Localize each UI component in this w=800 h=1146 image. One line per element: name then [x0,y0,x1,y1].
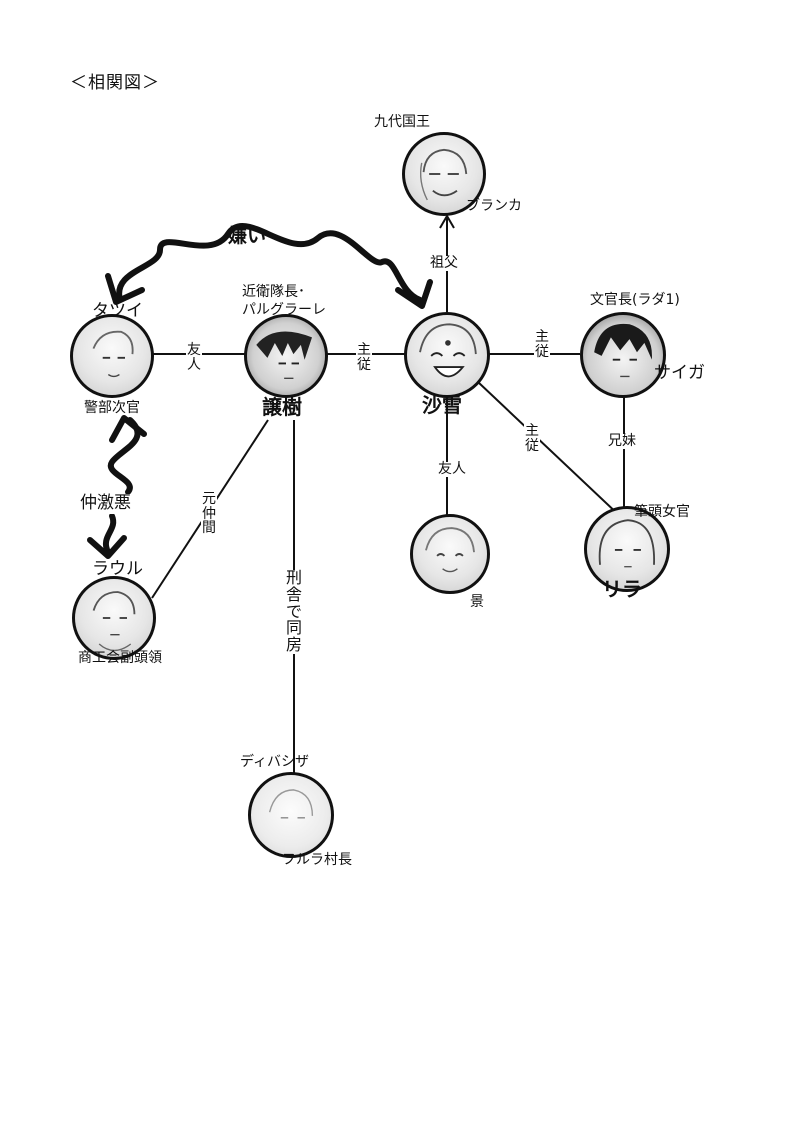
relation-joju-sayuki: 主従 [356,342,372,373]
rivalry-arrowhead-top [109,415,147,443]
portrait-rira [584,506,670,592]
role-divashiza: フルラ村長 [282,852,352,868]
dislike-arrowhead-right [395,279,433,309]
old-man-face-icon [419,148,468,201]
role-raul: 商工会副頭領 [78,650,162,666]
name-saiga: サイガ [654,363,705,383]
name-rira: リラ [602,577,642,601]
relation-tatsui-joju: 友人 [186,342,202,373]
relation-joju-raul: 元仲間 [201,491,217,537]
man-face-icon [92,330,134,378]
relation-sayuki-rira: 主従 [524,423,540,454]
role-tatsui: 警部次官 [84,400,140,416]
name-buranka: ブランカ [466,198,522,214]
role-saiga: 文官長(ラダ1) [590,292,680,308]
smiling-girl-face-icon [419,323,477,378]
man-face-icon [256,331,312,379]
rivalry-arrow-lower [103,513,117,555]
role-joju-line1: 近衛隊長･ [242,284,305,300]
relation-rivalry: 仲激悪 [80,493,131,514]
rivalry-arrow [107,417,141,495]
smiling-face-icon [425,527,475,573]
portrait-kei [410,514,490,594]
portrait-raul [72,576,156,660]
dislike-arrowhead-left [105,273,145,305]
role-rira: 筆頭女官 [634,504,690,520]
rivalry-arrowhead-bottom [87,535,127,559]
dislike-arrow [116,223,423,303]
man-face-icon [594,323,652,378]
relation-saiga-rira: 兄妹 [606,433,638,450]
portrait-buranka [402,132,486,216]
name-kei: 景 [470,594,484,610]
portrait-saiga [580,312,666,398]
relation-sayuki-kei: 友人 [436,461,468,478]
relation-sayuki-buranka: 祖父 [428,255,460,272]
name-sayuki: 沙雪 [422,393,462,417]
portrait-sayuki [404,312,490,398]
name-raul: ラウル [92,559,143,579]
relation-joju-divashiza: 刑舎で同房 [286,568,303,655]
portrait-joju [244,314,328,398]
man-face-icon [92,591,136,652]
page-title: ＜相関図＞ [70,73,160,93]
line-sayuki-rira [477,381,623,519]
portrait-divashiza [248,772,334,858]
portrait-tatsui [70,314,154,398]
woman-face-icon [598,519,655,568]
faint-face-icon [268,789,314,819]
role-joju-line2: パルグラーレ [242,302,326,318]
role-buranka: 九代国王 [374,114,430,130]
arrowhead-buranka [439,214,455,229]
relation-dislike: 嫌い [228,225,267,247]
name-joju: 譲樹 [262,395,302,419]
name-divashiza: ディバシザ [240,754,310,770]
relation-sayuki-saiga: 主従 [534,329,550,360]
name-tatsui: タツイ [92,301,143,321]
